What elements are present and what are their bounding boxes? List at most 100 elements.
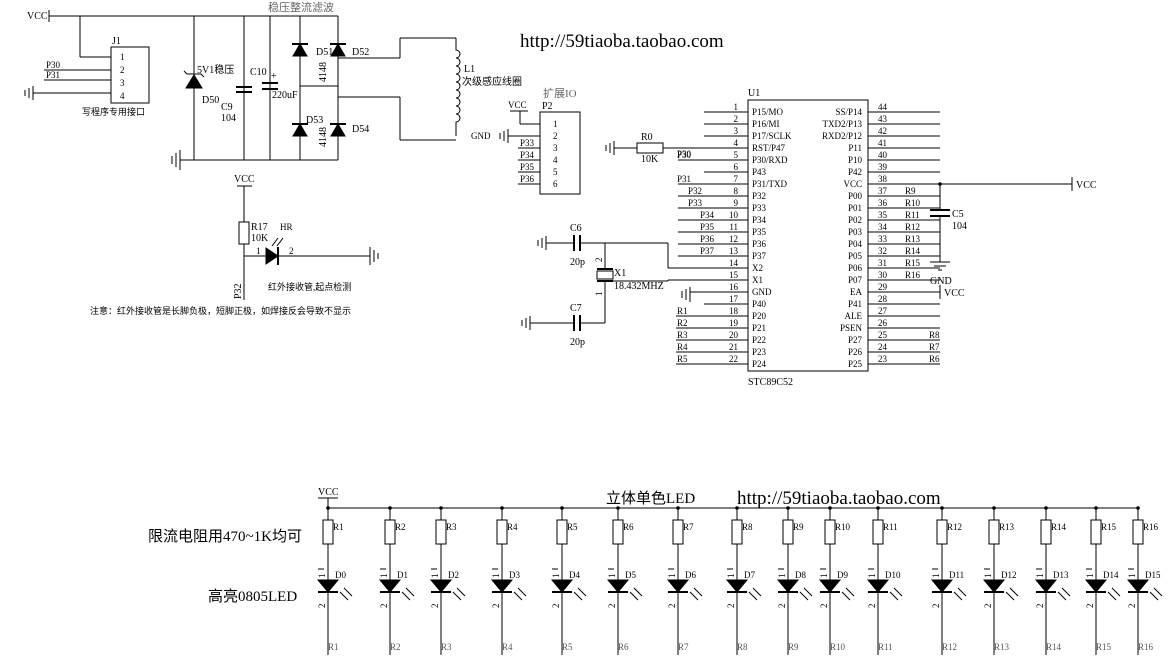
led-note: 高亮0805LED: [208, 588, 297, 605]
led-net-label: R9: [788, 642, 799, 652]
mcu-pin-number: 15: [729, 270, 739, 280]
mcu-pin-name: P07: [848, 275, 863, 285]
mcu-pin-number: 38: [878, 174, 888, 184]
mcu-pin-name: P35: [752, 227, 767, 237]
c5-ref: C5: [952, 209, 964, 220]
ir-caption: 红外接收管,起点检测: [268, 281, 351, 292]
current-limit-resistor: [384, 519, 396, 545]
c10-value: 220uF: [272, 90, 298, 101]
mcu-net-label: R2: [677, 318, 688, 328]
mcu-net-label: R8: [929, 330, 940, 340]
ir-note: 注意：红外接收管是长脚负极，短脚正极，如焊接反会导致不显示: [90, 305, 351, 316]
led-net-label: R2: [390, 642, 401, 652]
mcu-net-label: R4: [677, 342, 688, 352]
p2-pin-5: 5: [553, 167, 558, 177]
current-limit-resistor: [988, 519, 1000, 545]
led-net-label: R1: [328, 642, 339, 652]
mcu-net-label: R7: [929, 342, 940, 352]
mcu-pin-number: 18: [729, 306, 739, 316]
led-net-label: R6: [618, 642, 629, 652]
mcu-pin-number: 42: [878, 126, 887, 136]
mcu-pin-name: P20: [752, 311, 767, 321]
j1-net-p31: P31: [46, 70, 60, 80]
mcu-pin-number: 34: [878, 222, 888, 232]
mcu-net-label: R5: [677, 354, 688, 364]
current-limit-resistor: [936, 519, 948, 545]
j1-pin-1: 1: [120, 52, 125, 62]
led-net-label: R12: [942, 642, 957, 652]
diode-d52: D52: [352, 47, 369, 58]
mcu-pin-name: X2: [752, 263, 763, 273]
p2-ref: P2: [542, 101, 553, 112]
mcu-pin-name: P43: [752, 167, 767, 177]
led-net-label: R11: [878, 642, 893, 652]
diode-d53: D53: [306, 115, 323, 126]
resistor-ref: R13: [999, 522, 1015, 532]
mcu-pin-number: 4: [734, 138, 739, 148]
mcu-pin-number: 14: [729, 258, 739, 268]
mcu-pin-name: TXD2/P13: [822, 119, 862, 129]
hr-pin-1: 1: [256, 246, 261, 256]
current-limit-resistor: [872, 519, 884, 545]
resistor-ref: R3: [446, 522, 457, 532]
mcu-net-label: P37: [700, 246, 715, 256]
j1-pin-4: 4: [120, 91, 125, 101]
ir-net-p32: P32: [233, 283, 244, 299]
diode-d54: D54: [352, 124, 369, 135]
led-title: 立体单色LED: [606, 490, 695, 507]
resistor-ref: R15: [1101, 522, 1117, 532]
j1-connector: J1 1 2 3 4 P30 P31 写程序专用接口: [24, 16, 150, 117]
mcu-net-label: R13: [905, 234, 921, 244]
led-pin-2: 2: [867, 604, 877, 609]
led-diode-symbol: [725, 579, 749, 593]
mcu-pin-name: P30/RXD: [752, 155, 788, 165]
mcu-pin-number: 28: [878, 294, 888, 304]
mcu-pin-number: 22: [729, 354, 738, 364]
resistor-ref: R8: [742, 522, 753, 532]
hr-ref: HR: [280, 222, 293, 232]
ea-vcc-label: VCC: [944, 288, 965, 299]
mcu-net-label: R1: [677, 306, 688, 316]
mcu-pin-name: GND: [752, 287, 772, 297]
p2-pin-3: 3: [553, 143, 558, 153]
mcu-pin-name: X1: [752, 275, 763, 285]
c6-value: 20p: [570, 257, 585, 268]
resistor-ref: R5: [567, 522, 578, 532]
led-pin-1: 1: [726, 574, 736, 579]
current-limit-resistor: [1132, 519, 1144, 545]
led-diode-symbol: [982, 579, 1006, 593]
led-pin-1: 1: [1035, 574, 1045, 579]
mcu-pin-number: 16: [729, 282, 739, 292]
resistor-ref: R4: [507, 522, 518, 532]
mcu-pin-name: P22: [752, 335, 766, 345]
mcu-net-label: R14: [905, 246, 921, 256]
led-pin-1: 1: [1085, 574, 1095, 579]
mcu-pin-number: 21: [729, 342, 738, 352]
mcu-pin-name: P23: [752, 347, 767, 357]
led-columns: R1D012R1R2D112R2R3D212R3R4D312R4R5D412R5…: [316, 506, 1163, 655]
led-diode-symbol: [316, 579, 340, 593]
current-limit-resistor: [672, 519, 684, 545]
mcu-net-label: R11: [905, 210, 920, 220]
mcu-vcc-label: VCC: [1076, 180, 1097, 191]
mcu-pin-name: P41: [848, 299, 862, 309]
led-diode-symbol: [1034, 579, 1058, 593]
mcu-pin-number: 33: [878, 234, 888, 244]
mcu-pin-number: 5: [734, 150, 739, 160]
led-pin-2: 2: [317, 604, 327, 609]
led-ref: D7: [744, 570, 755, 580]
mcu-pin-number: 3: [734, 126, 739, 136]
x1-freq: 18.432MHZ: [614, 281, 664, 292]
resistor-ref: R12: [947, 522, 962, 532]
current-limit-resistor: [782, 519, 794, 545]
led-diode-symbol: [1084, 579, 1108, 593]
current-limit-resistor: [1040, 519, 1052, 545]
mcu-net-label: P34: [700, 210, 715, 220]
j1-net-p30: P30: [46, 60, 61, 70]
led-pin-1: 1: [430, 574, 440, 579]
